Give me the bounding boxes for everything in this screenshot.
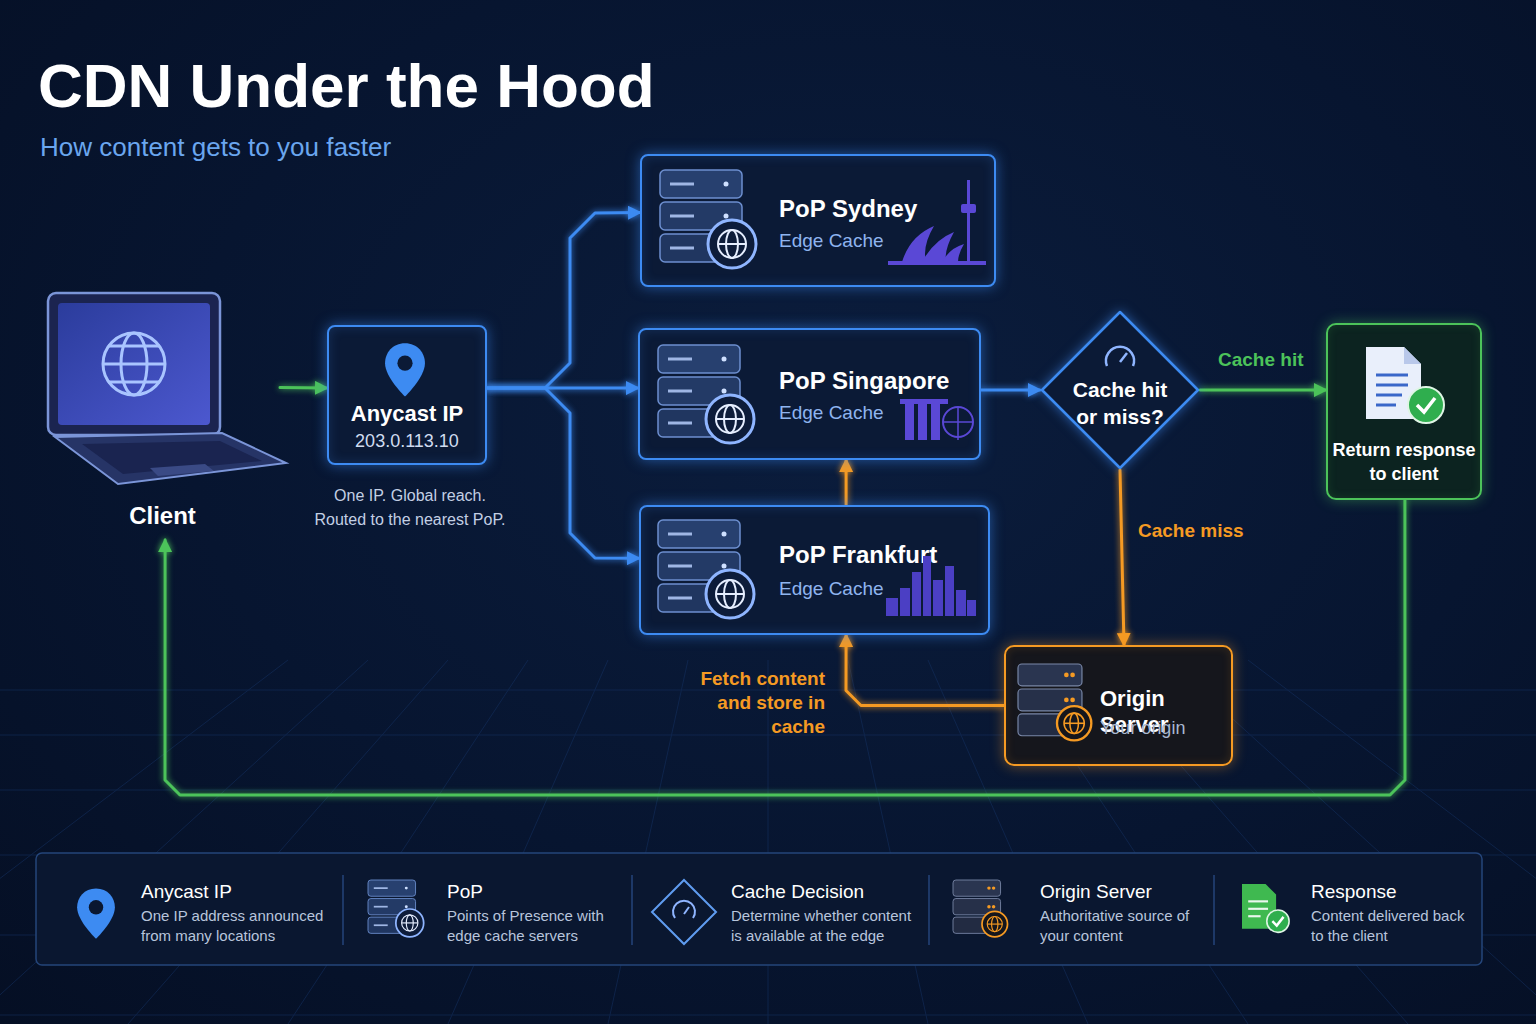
node-title: PoP Singapore [779,367,979,395]
legend-description: Determine whether content is available a… [731,906,919,946]
legend-origin-icon [953,880,1008,937]
legend-document-icon [1242,884,1289,932]
connector-arrow [280,386,327,390]
node-title: PoP Frankfurt [779,541,979,569]
edge-label: Cache miss [1138,519,1244,542]
response-box: Return response to client [1326,323,1482,500]
node-subtitle: Your origin [1100,717,1230,739]
pop-box: PoP FrankfurtEdge Cache [639,505,990,635]
legend-heading: Origin Server [1040,881,1152,903]
legend-diamond-icon [652,880,716,944]
diagram-title: CDN Under the Hood [38,55,655,117]
legend-heading: Cache Decision [731,881,864,903]
legend-dividers [343,875,1214,945]
legend-description: Authoritative source of your content [1040,906,1210,946]
legend-description: Points of Presence with edge cache serve… [447,906,627,946]
anycast-box: Anycast IP 203.0.113.10 [327,325,487,465]
origin-box: Origin ServerYour origin [1004,645,1233,766]
pop-box: PoP SydneyEdge Cache [640,154,996,287]
note-text: One IP. Global reach. Routed to the near… [310,484,510,532]
connector-arrow [1120,470,1124,645]
legend-description: One IP address announced from many locat… [141,906,331,946]
connector-arrow [846,635,1004,706]
node-subtitle: Edge Cache [779,577,979,600]
legend-pin-icon [77,888,115,938]
perspective-grid [0,660,1536,1024]
legend-heading: Response [1311,881,1397,903]
diamond-shape [1042,312,1198,468]
legend-heading: PoP [447,881,483,903]
node-title: Return response to client [1329,438,1479,486]
node-subtitle: Edge Cache [779,229,979,252]
connector-arrow [487,388,639,558]
node-subtitle: Edge Cache [779,401,979,424]
connector-arrow [981,389,1040,392]
ip-address: 203.0.113.10 [329,430,485,452]
laptop-illustration [48,293,286,484]
legend-band [36,853,1482,965]
connector-arrow [1200,389,1326,392]
diagram-subtitle: How content gets to you faster [40,134,391,160]
pop-box: PoP SingaporeEdge Cache [638,328,981,460]
connector-arrow [487,213,640,389]
legend-heading: Anycast IP [141,881,232,903]
decision-diamond: Cache hit or miss? [1040,310,1200,470]
connector-arrow [165,500,1405,795]
node-title: PoP Sydney [779,195,979,223]
legend-server-icon [368,880,424,937]
legend-description: Content delivered back to the client [1311,906,1476,946]
edge-label: Fetch content and store in cache [662,667,825,739]
decision-text: Cache hit or miss? [1068,376,1172,430]
edge-label: Cache hit [1218,348,1304,371]
node-title: Anycast IP [329,401,485,427]
node-title: Client [45,502,280,530]
client-node: Client [45,290,280,540]
connector-arrow [845,460,848,505]
